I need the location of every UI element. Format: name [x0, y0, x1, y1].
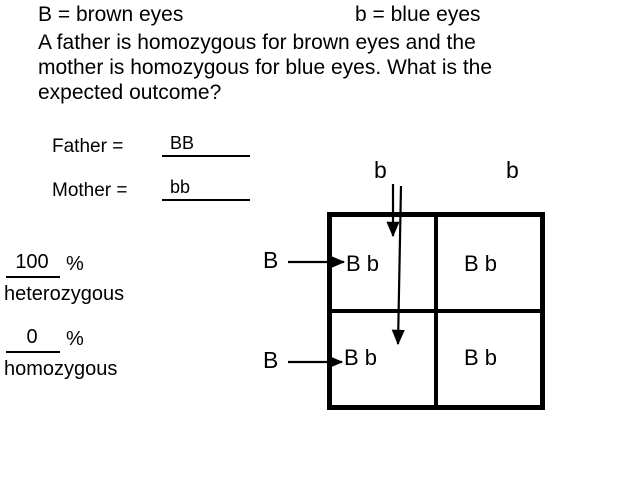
punnett-row-label-1: B — [263, 247, 279, 273]
heterozygous-percent-sign: % — [66, 253, 84, 275]
homozygous-label: homozygous — [4, 358, 118, 380]
question-line-3: expected outcome? — [38, 81, 222, 104]
punnett-cell-top-left[interactable]: B b — [332, 217, 436, 311]
punnett-cell-bottom-right-text: B b — [464, 345, 498, 370]
mother-label: Mother = — [52, 180, 128, 201]
punnett-cell-bottom-left-text: B b — [344, 345, 378, 370]
mother-genotype-value[interactable]: bb — [170, 177, 191, 197]
heterozygous-label: heterozygous — [4, 283, 125, 305]
homozygous-answer-blank — [6, 351, 60, 353]
mother-answer-blank — [162, 199, 250, 201]
punnett-column-header-1: b — [374, 157, 387, 183]
allele-key: B = brown eyes b = blue eyes — [0, 2, 638, 28]
allele-key-recessive: b = blue eyes — [355, 3, 481, 26]
punnett-square: B b B b B b B b — [327, 212, 545, 410]
punnett-cell-top-right-text: B b — [464, 251, 498, 276]
question-line-1: A father is homozygous for brown eyes an… — [38, 31, 476, 54]
punnett-cell-top-right[interactable]: B b — [436, 217, 540, 311]
heterozygous-percent-value[interactable]: 100 — [15, 251, 49, 273]
allele-key-dominant: B = brown eyes — [38, 3, 184, 26]
homozygous-percent-value[interactable]: 0 — [26, 326, 38, 348]
punnett-row-label-2: B — [263, 347, 279, 373]
punnett-horizontal-divider — [332, 309, 540, 313]
homozygous-percent-sign: % — [66, 328, 84, 350]
punnett-column-header-2: b — [506, 157, 519, 183]
question-prompt: A father is homozygous for brown eyes an… — [38, 30, 558, 105]
father-answer-blank — [162, 155, 250, 157]
father-label: Father = — [52, 136, 124, 157]
heterozygous-answer-blank — [6, 276, 60, 278]
punnett-cell-bottom-left[interactable]: B b — [332, 311, 436, 405]
father-genotype-value[interactable]: BB — [170, 133, 195, 153]
punnett-cell-bottom-right[interactable]: B b — [436, 311, 540, 405]
question-line-2: mother is homozygous for blue eyes. What… — [38, 56, 493, 79]
punnett-cell-top-left-text: B b — [346, 251, 380, 276]
